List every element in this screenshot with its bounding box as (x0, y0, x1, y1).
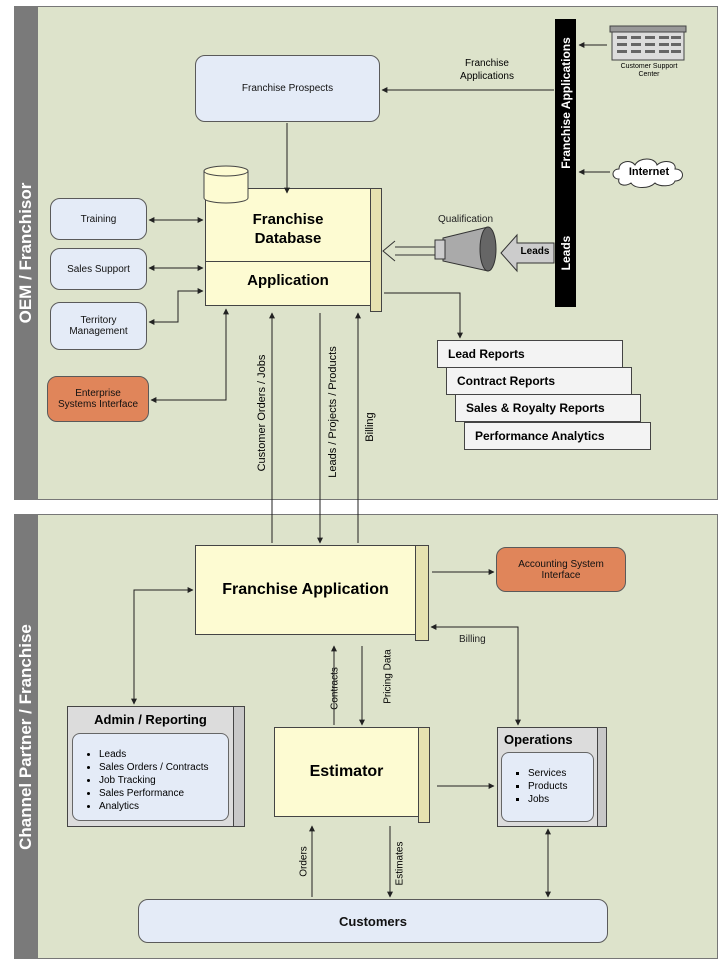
enterprise-box: Enterprise Systems Interface (47, 376, 149, 422)
franchise-prospects-label: Franchise Prospects (241, 83, 334, 94)
admin-item: Sales Performance (99, 787, 228, 800)
territory-box: Territory Management (50, 302, 147, 350)
operations-list: Services Products Jobs (502, 767, 593, 806)
sales-support-label: Sales Support (67, 263, 130, 275)
operations-box: Operations Services Products Jobs (497, 727, 598, 827)
customer-support-center-label: Customer Support Center (620, 63, 678, 78)
arrow-territory-db (148, 288, 204, 325)
hollow-arrow (382, 240, 435, 262)
qualification-funnel-icon (434, 226, 497, 272)
arrow-enterprise-db (150, 308, 229, 403)
operations-item: Services (528, 767, 593, 780)
admin-item: Job Tracking (99, 774, 228, 787)
bottom-lane-label-bar: Channel Partner / Franchise (14, 514, 38, 959)
leads-arrow-label: Leads (520, 246, 550, 257)
leads-block-arrow (500, 233, 555, 273)
estimator-label: Estimator (309, 763, 384, 780)
operations-list-box: Services Products Jobs (501, 752, 594, 822)
accounting-box: Accounting System Interface (496, 547, 626, 592)
admin-list-box: Leads Sales Orders / Contracts Job Track… (72, 733, 229, 821)
operations-item: Jobs (528, 793, 593, 806)
training-box: Training (50, 198, 147, 240)
internet-cloud-icon (612, 158, 683, 188)
admin-item: Analytics (99, 800, 228, 813)
top-lane-label-bar: OEM / Franchisor (14, 6, 38, 500)
training-label: Training (80, 213, 117, 225)
admin-item: Sales Orders / Contracts (99, 761, 228, 774)
franchise-prospects-box: Franchise Prospects (195, 55, 380, 122)
admin-title: Admin / Reporting (94, 712, 207, 727)
database-divider (205, 261, 371, 262)
report-performance: Performance Analytics (464, 422, 651, 450)
report-contract: Contract Reports (446, 367, 632, 395)
database-title-line1: Franchise (252, 211, 324, 228)
admin-box: Admin / Reporting Leads Sales Orders / C… (67, 706, 234, 827)
franchise-app-cube: Franchise Application (195, 545, 416, 635)
arrow-db-to-reports (384, 292, 463, 339)
accounting-label: Accounting System Interface (518, 558, 604, 581)
building-icon (609, 25, 687, 61)
qualification-label: Qualification (438, 214, 494, 225)
sales-support-box: Sales Support (50, 248, 147, 290)
report-sales-royalty: Sales & Royalty Reports (455, 394, 641, 422)
internet-label: Internet (628, 166, 670, 178)
admin-list: Leads Sales Orders / Contracts Job Track… (73, 748, 228, 813)
customers-box: Customers (138, 899, 608, 943)
operations-item: Products (528, 780, 593, 793)
franchise-applications-label: Franchise Applications (460, 58, 514, 82)
operations-title: Operations (504, 732, 573, 747)
arrow-app-admin (131, 587, 194, 705)
database-title: Franchise Database (205, 210, 371, 248)
database-app-label: Application (247, 272, 329, 289)
estimator-cube: Estimator (274, 727, 419, 817)
customers-label: Customers (339, 913, 407, 929)
territory-label: Territory Management (69, 315, 128, 337)
database-cylinder-icon (203, 165, 249, 204)
enterprise-label: Enterprise Systems Interface (57, 388, 139, 410)
franchise-app-label: Franchise Application (222, 581, 389, 598)
database-title-line2: Database (254, 230, 322, 247)
arrow-app-operations (430, 624, 521, 726)
admin-item: Leads (99, 748, 228, 761)
applications-leads-bar (555, 19, 576, 307)
